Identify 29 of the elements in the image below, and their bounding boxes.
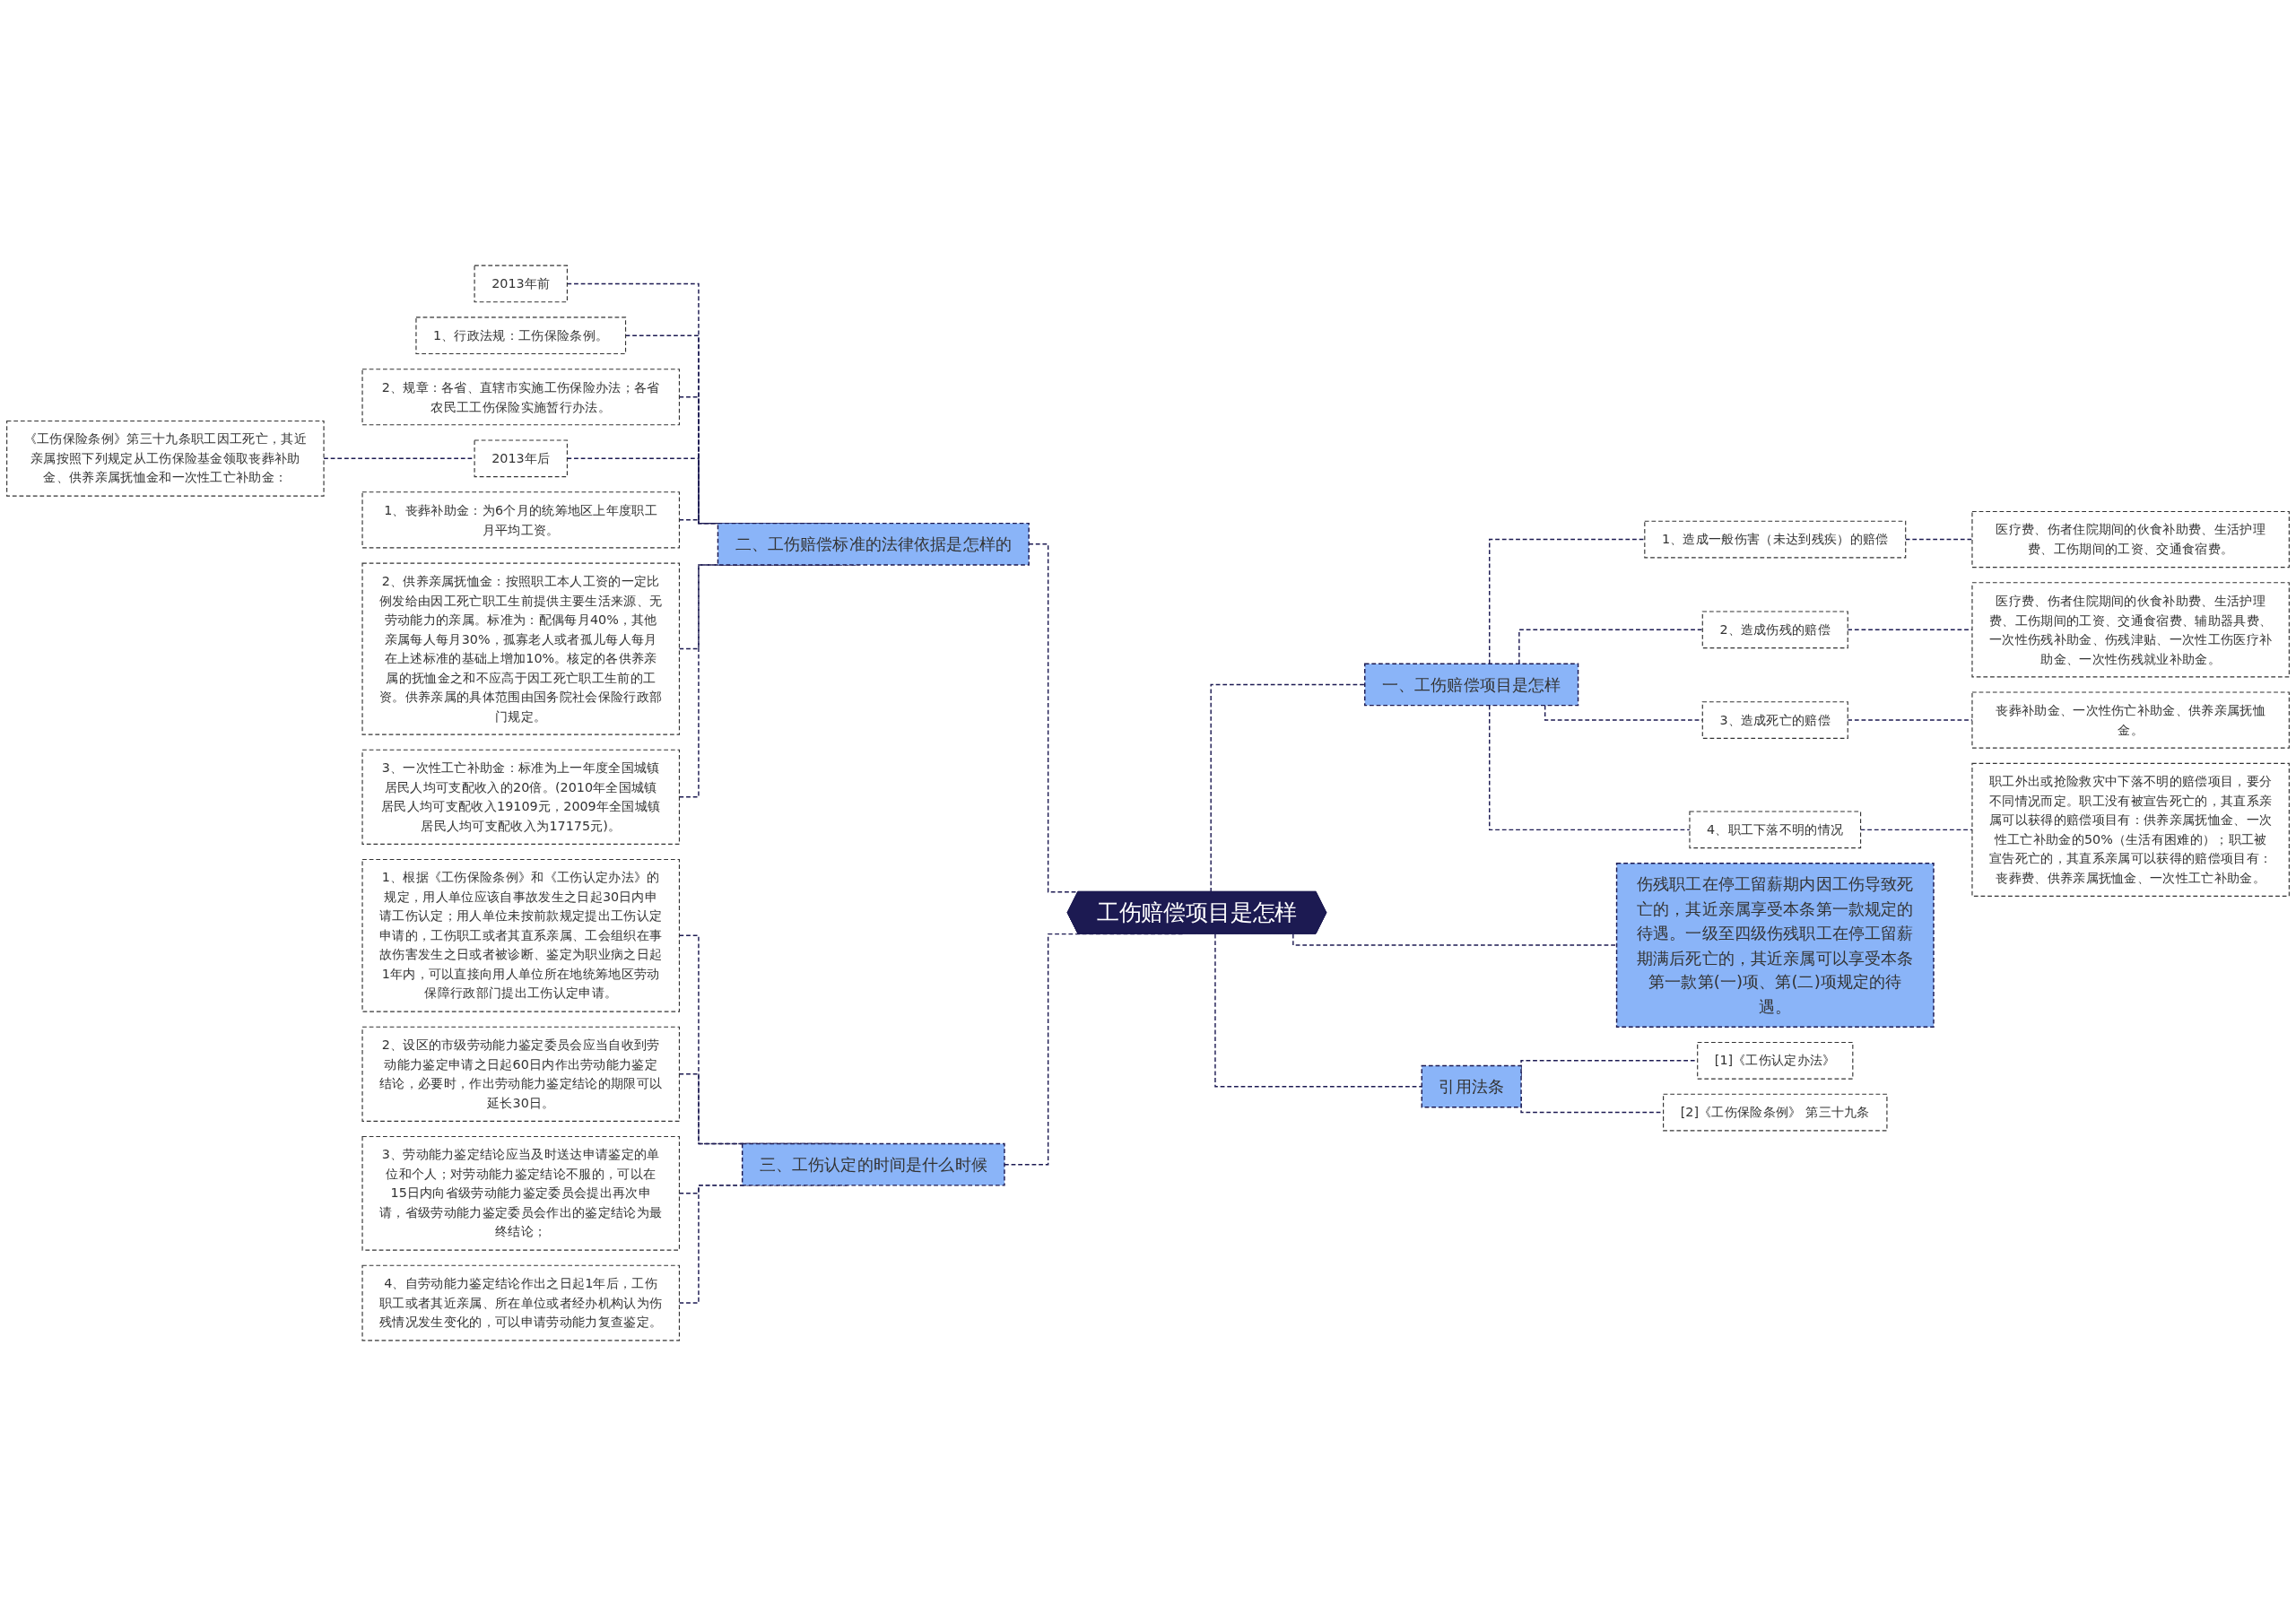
- node-box: 伤残职工在停工留薪期内因工伤导致死亡的，其近亲属享受本条第一款规定的待遇。一级至四级伤残职工在停工留薪期满后死亡的，其近亲属可以享受本条第一款第(一)项、第(二)项规定的待遇。: [1615, 863, 1935, 1028]
- node-box: 2、规章：各省、直辖市实施工伤保险办法；各省农民工工伤保险实施暂行办法。: [361, 369, 681, 426]
- node-box: 3、造成死亡的赔偿: [1701, 701, 1848, 739]
- node-box: 2、造成伤残的赔偿: [1701, 611, 1848, 649]
- node-box: 3、劳动能力鉴定结论应当及时送达申请鉴定的单位和个人；对劳动能力鉴定结论不服的，可以在15日内向省级劳动能力鉴定委员会提出再次申请，省级劳动能力鉴定委员会作出的鉴定结论为最终结论；: [361, 1135, 681, 1251]
- node-box: 丧葬补助金、一次性伤亡补助金、供养亲属抚恤金。: [1971, 691, 2290, 749]
- node-box: 3、一次性工亡补助金：标准为上一年度全国城镇居民人均可支配收入的20倍。(2010年全国城镇居民人均可支配收入19109元，2009年全国城镇居民人均可支配收入为17175元)。: [361, 749, 681, 845]
- node-box: 2、供养亲属抚恤金：按照职工本人工资的一定比例发给由因工死亡职工生前提供主要生活来源、无劳动能力的亲属。标准为：配偶每月40%，其他亲属每人每月30%，孤寡老人或者孤儿每人每月在上述标准的基础上增加10%。核定的各供养亲属的抚恤金之和不应高于因工死亡职工生前的工资。供养亲属的具体范围由国务院社会保险行政部门规定。: [361, 562, 681, 735]
- node-box: 二、工伤赔偿标准的法律依据是怎样的: [717, 522, 1030, 566]
- node-box: 4、自劳动能力鉴定结论作出之日起1年后，工伤职工或者其近亲属、所在单位或者经办机构认为伤残情况发生变化的，可以申请劳动能力复查鉴定。: [361, 1264, 681, 1341]
- node-box: 1、造成一般伤害（未达到残疾）的赔偿: [1644, 520, 1907, 559]
- node-box: 《工伤保险条例》第三十九条职工因工死亡，其近亲属按照下列规定从工伤保险基金领取丧葬补助金、供养亲属抚恤金和一次性工亡补助金：: [6, 420, 325, 497]
- node-box: 三、工伤认定的时间是什么时候: [741, 1142, 1005, 1186]
- node-box: 2013年后: [474, 439, 568, 478]
- node-box: [2]《工伤保险条例》 第三十九条: [1663, 1093, 1888, 1132]
- connector: [1214, 933, 1422, 1088]
- node-box: 医疗费、伤者住院期间的伙食补助费、生活护理费、工伤期间的工资、交通食宿费。: [1971, 510, 2290, 569]
- node-box: [1]《工伤认定办法》: [1697, 1041, 1854, 1080]
- node-box: 职工外出或抢险救灾中下落不明的赔偿项目，要分不同情况而定。职工没有被宣告死亡的，其直系亲属可以获得的赔偿项目有：供养亲属抚恤金、一次性工亡补助金的50%（生活有困难的）；职工被宣告死亡的，其直系亲属可以获得的赔偿项目有：丧葬费、供养亲属抚恤金、一次性工亡补助金。: [1971, 762, 2290, 897]
- node-box: 医疗费、伤者住院期间的伙食补助费、生活护理费、工伤期间的工资、交通食宿费、辅助器具费、一次性伤残补助金、伤残津贴、一次性工伤医疗补助金、一次性伤残就业补助金。: [1971, 582, 2290, 678]
- node-box: 1、行政法规：工伤保险条例。: [415, 317, 627, 355]
- node-box: 一、工伤赔偿项目是怎样: [1364, 663, 1579, 707]
- node-box: 引用法条: [1421, 1064, 1522, 1108]
- node-box: 1、丧葬补助金：为6个月的统筹地区上年度职工月平均工资。: [361, 491, 681, 549]
- node-box: 2、设区的市级劳动能力鉴定委员会应当自收到劳动能力鉴定申请之日起60日内作出劳动能力鉴定结论，必要时，作出劳动能力鉴定结论的期限可以延长30日。: [361, 1026, 681, 1122]
- connector: [1518, 629, 1703, 664]
- node-box: 1、根据《工伤保险条例》和《工伤认定办法》的规定，用人单位应该自事故发生之日起30日内申请工伤认定；用人单位未按前款规定提出工伤认定申请的，工伤职工或者其直系亲属、工会组织在事故伤害发生之日或者被诊断、鉴定为职业病之日起1年内，可以直接向用人单位所在地统筹地区劳动保障行政部门提出工伤认定申请。: [361, 858, 681, 1012]
- node-box: 2013年前: [474, 265, 568, 303]
- node-box: 4、职工下落不明的情况: [1689, 811, 1862, 849]
